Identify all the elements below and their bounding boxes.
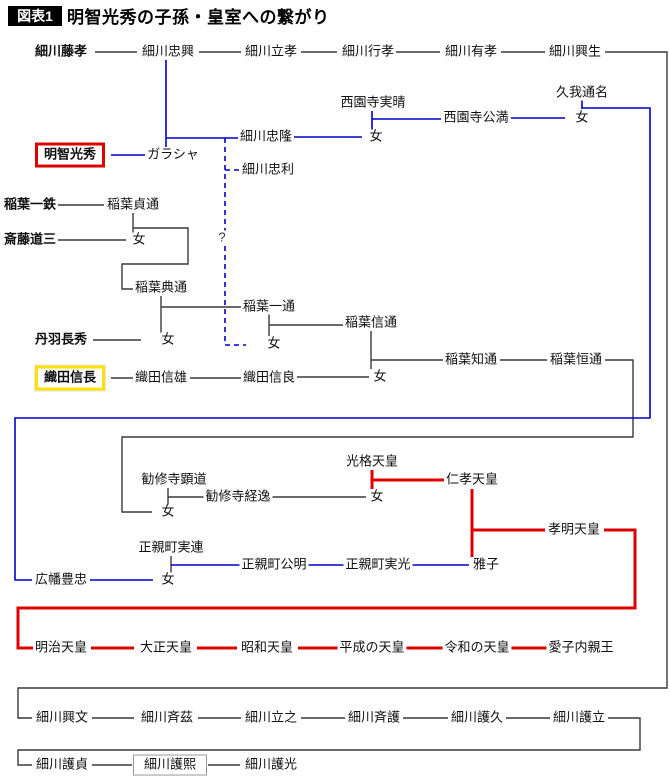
person-saionji-saneharu: 西園寺実晴: [338, 94, 408, 111]
person-ogimachi-sanemitsu: 正親町実光: [343, 556, 413, 573]
person-taisho-tenno: 大正天皇: [137, 639, 195, 656]
person-hosokawa-tadaoki: 細川忠興: [139, 43, 197, 60]
figure-label: 図表1: [8, 6, 62, 26]
page-title: 明智光秀の子孫・皇室への繋がり: [67, 8, 330, 27]
person-inaba-kazumichi: 稲葉一通: [240, 298, 298, 315]
person-hosokawa-narimori: 細川斉護: [345, 709, 403, 726]
person-hosokawa-aritaka: 細川有孝: [442, 43, 500, 60]
person-inaba-tomomichi: 稲葉知通: [442, 351, 500, 368]
person-tsunemichi-daughter: 女: [159, 503, 177, 520]
lineage-line-black: [17, 717, 641, 766]
person-reiwa-tenno: 令和の天皇: [442, 639, 512, 656]
person-gracia: ガラシャ: [145, 146, 201, 163]
person-uncertain-link: ?: [216, 229, 228, 246]
person-tadataka-daughter-saionji: 女: [367, 128, 385, 145]
person-kokaku-tenno: 光格天皇: [343, 453, 401, 470]
person-hosokawa-tadataka: 細川忠隆: [237, 128, 295, 145]
person-hosokawa-okinari: 細川興生: [546, 43, 604, 60]
lineage-line-red: [16, 528, 637, 650]
person-heisei-tenno: 平成の天皇: [337, 639, 407, 656]
person-saionji-kinmitsu: 西園寺公満: [441, 109, 511, 126]
person-hosokawa-moritatsu: 細川護立: [550, 709, 608, 726]
person-kajuji-tsunehaya: 勧修寺経逸: [203, 488, 273, 505]
person-oda-nobuyoshi: 織田信良: [240, 369, 298, 386]
person-hosokawa-yukitaka: 細川行孝: [339, 43, 397, 60]
person-hosokawa-okifumi: 細川興文: [33, 709, 91, 726]
person-showa-tenno: 昭和天皇: [238, 639, 296, 656]
person-koga-daughter: 女: [573, 109, 591, 126]
person-akechi-mitsuhide: 明智光秀: [34, 142, 106, 168]
person-hosokawa-narishige: 細川斉茲: [138, 709, 196, 726]
person-hirohata-toyotada: 広幡豊忠: [32, 571, 90, 588]
person-tadataka-daughter-inaba: 女: [265, 335, 283, 352]
person-ogimachi-kinaki: 正親町公明: [239, 556, 309, 573]
person-hosokawa-morihiro: 細川護熙: [132, 754, 208, 776]
person-dosan-daughter: 女: [130, 231, 148, 248]
person-niwa-daughter: 女: [159, 331, 177, 348]
lineage-line-black: [121, 227, 189, 290]
person-ninko-tenno: 仁孝天皇: [443, 471, 501, 488]
person-masako: 雅子: [470, 556, 502, 573]
person-toyotada-daughter: 女: [159, 571, 177, 588]
person-tsunehaya-daughter: 女: [368, 488, 386, 505]
lineage-line-black: [121, 359, 634, 513]
person-hosokawa-morisada: 細川護貞: [33, 756, 91, 773]
person-hosokawa-tatsutaka: 細川立孝: [242, 43, 300, 60]
person-oda-nobunaga: 織田信長: [34, 365, 106, 391]
lineage-line-black: [17, 51, 668, 719]
person-koga-michina: 久我通名: [553, 84, 611, 101]
person-ogimachi-sanetsura: 正親町実連: [136, 539, 206, 556]
person-niwa-nagahide: 丹羽長秀: [32, 331, 90, 348]
person-meiji-tenno: 明治天皇: [32, 639, 90, 656]
person-hosokawa-tadatoshi: 細川忠利: [239, 161, 297, 178]
person-inaba-ittetsu: 稲葉一鉄: [1, 196, 59, 213]
person-komei-tenno: 孝明天皇: [545, 521, 603, 538]
person-hosokawa-tatsuyuki: 細川立之: [242, 709, 300, 726]
person-inaba-nobumichi: 稲葉信通: [342, 314, 400, 331]
person-oda-nobukatsu: 織田信雄: [132, 369, 190, 386]
person-aiko-naishinno: 愛子内親王: [546, 639, 616, 656]
lineage-line-blue: [14, 107, 651, 581]
person-oda-daughter: 女: [371, 368, 389, 385]
person-inaba-norimichi: 稲葉典通: [132, 279, 190, 296]
person-kajuji-akimichi: 勧修寺顕道: [139, 471, 209, 488]
person-inaba-sadamichi: 稲葉貞通: [104, 196, 162, 213]
person-saito-dosan: 斎藤道三: [1, 231, 59, 248]
person-hosokawa-fujitaka: 細川藤孝: [32, 43, 90, 60]
person-hosokawa-morihisa: 細川護久: [448, 709, 506, 726]
person-inaba-tsunemichi: 稲葉恒通: [547, 351, 605, 368]
person-hosokawa-morimitsu: 細川護光: [242, 756, 300, 773]
